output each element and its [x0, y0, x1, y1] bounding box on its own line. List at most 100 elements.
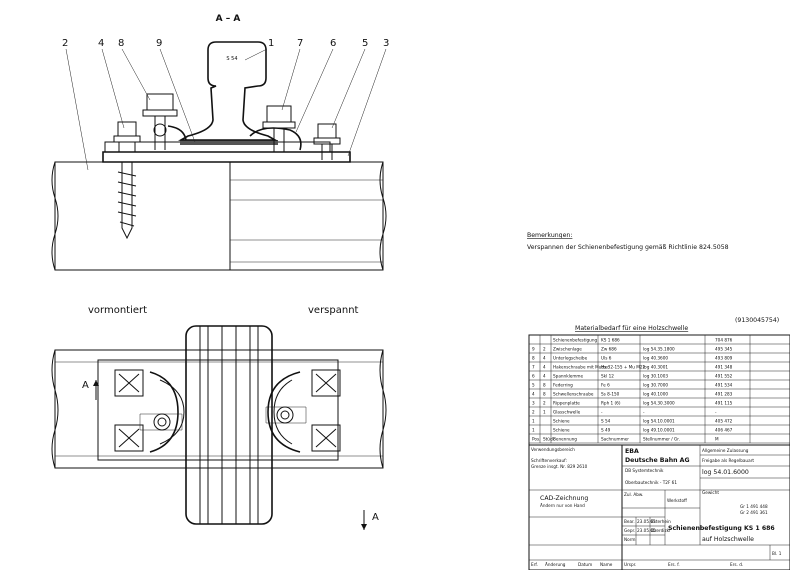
bom-cell-number: 495 345: [715, 347, 733, 352]
callout-5: 5: [362, 38, 368, 49]
bom-cell-qty: 2: [543, 347, 546, 352]
bom-cell-pos: Pos.: [532, 437, 540, 442]
bottom-ers-f: Ers. f.: [668, 562, 680, 567]
cad-sub: Ändern nur von Hand: [540, 503, 585, 508]
bom-cell-number: 491 115: [715, 401, 733, 406]
bom-cell-number: 491 283: [715, 392, 733, 397]
bom-cell-type: Ss 8-150: [601, 392, 620, 397]
bottom-datum: Datum: [578, 562, 592, 567]
cad-label: CAD-Zeichnung: [540, 495, 588, 502]
plan-label-left: vormontiert: [88, 305, 147, 316]
rail-marking: S 54: [226, 56, 237, 62]
plan-view: vormontiert verspannt: [51, 305, 387, 530]
bom-cell-number: 491 552: [715, 374, 733, 379]
bom-cell-qty: Stück: [543, 437, 555, 442]
side-ref-2: Gr 2 491 361: [740, 510, 768, 515]
label-material: Werkstoff: [667, 498, 687, 503]
label-tolerance: Zul. Abw.: [624, 492, 643, 497]
bom-cell-ref: log 40.1000: [643, 392, 668, 397]
remarks-title: Bemerkungen:: [527, 232, 572, 239]
date-2: 23.05.05: [637, 528, 656, 533]
bom-cell-name: Benennung: [553, 437, 577, 442]
callout-2: 2: [62, 38, 68, 49]
label-weight: Gewicht: [702, 490, 719, 495]
bom-cell-type: S 54: [601, 419, 611, 424]
break-line-left: [51, 161, 59, 271]
clamp-right: [249, 105, 302, 152]
callout-8: 8: [118, 38, 124, 49]
bom-cell-name: Spannklemme: [553, 374, 584, 379]
bom-cell-qty: 4: [543, 374, 546, 379]
bottom-urspr: Urspr.: [624, 562, 636, 567]
cut-marker-top: A: [82, 380, 99, 400]
bom-cell-name: Unterlegscheibe: [553, 356, 588, 361]
title-block: Verwendungsbereich Schriftenverkauf: Gre…: [528, 444, 790, 570]
name-2: Dzerdizki: [651, 528, 670, 533]
svg-text:A: A: [82, 380, 89, 391]
bom-cell-number: -: [715, 410, 717, 415]
bom-cell-type: Uls 6: [601, 356, 612, 361]
bom-cell-pos: 1: [532, 428, 535, 433]
bom-cell-name: Schiene: [553, 419, 570, 424]
name-1: Esterhein: [651, 519, 671, 524]
remarks-text: Verspannen der Schienenbefestigung gemäß…: [527, 244, 729, 251]
bottom-name: Name: [600, 562, 613, 567]
bom-cell-qty: 8: [543, 383, 546, 388]
bom-cell-number: 491 348: [715, 365, 733, 370]
callout-7: 7: [297, 38, 303, 49]
section-label: A – A: [216, 14, 241, 24]
bom-cell-type: KS 1 686: [601, 338, 620, 343]
sleeper-screw-left: [113, 121, 141, 240]
bom-cell-ref: log 49.10.0001: [643, 428, 675, 433]
bom-cell-name: Federring: [553, 383, 573, 388]
callout-3: 3: [383, 38, 389, 49]
document-number: (9130045754): [735, 317, 779, 324]
rail-profile: [177, 41, 279, 141]
bom-cell-ref: log 54.35.1800: [643, 347, 675, 352]
remarks-block: Bemerkungen: Verspannen der Schienenbefe…: [527, 232, 729, 251]
bom-cell-ref: log 40.3600: [643, 356, 668, 361]
bom-cell-ref: log 54.10.0001: [643, 419, 675, 424]
bom-cell-ref: Stellnummer / Gr.: [643, 437, 680, 442]
bom-cell-ref: log 30.1003: [643, 374, 668, 379]
bom-cell-pos: 2: [532, 410, 535, 415]
bom-cell-number: 704 876: [715, 338, 733, 343]
plan-label-right: verspannt: [308, 305, 359, 316]
bom-cell-pos: 8: [532, 356, 535, 361]
bom-cell-pos: 9: [532, 347, 535, 352]
bom-cell-name: Rippenplatte: [553, 401, 580, 406]
bom-cell-qty: 4: [543, 365, 546, 370]
bom-cell-name: Glasschwelle: [553, 410, 581, 415]
bom-title: Materialbedarf für eine Holzschwelle: [575, 325, 688, 332]
org-sub: Oberbautechnik - T2F 61: [625, 480, 677, 485]
bom-cell-type: S 49: [601, 428, 611, 433]
bom-cell-type: Hs 32-155 + Mu M22: [601, 365, 646, 370]
label-release: Freigabe als Regelbauart: [702, 458, 754, 463]
callout-1: 1: [268, 38, 274, 49]
role-gepr: Gepr.: [624, 528, 635, 533]
break-line-right: [379, 161, 387, 271]
sub-title: auf Holzschwelle: [702, 536, 754, 543]
office-line: Grenze insgt. Nr. 829 2610: [531, 464, 588, 469]
bom-cell-name: Hakenschraube mit Mutter: [553, 365, 609, 370]
office-label: Schriftenverkauf:: [531, 458, 567, 463]
callout-9: 9: [156, 38, 162, 49]
base-plate: [102, 151, 351, 163]
bom-cell-ref: log 40.3001: [643, 365, 668, 370]
sleeper-side-view: [229, 161, 384, 271]
bom-cell-number: 493 809: [715, 356, 733, 361]
bom-cell-ref: -: [643, 410, 645, 415]
bom-cell-type: Fe 6: [601, 383, 610, 388]
bom-cell-type: Rph 1 (6): [601, 401, 621, 406]
bom-cell-type: Zw 686: [601, 347, 617, 352]
bom-cell-name: Schienenbefestigung: [553, 338, 597, 343]
rail-plan: [185, 325, 273, 525]
label-approval: Allgemeine Zulassung: [702, 448, 749, 453]
org-top: EBA: [625, 448, 639, 455]
sleeper-screw-right: [313, 123, 341, 160]
bom-cell-type: -: [601, 410, 603, 415]
sleeper-plan: [54, 349, 384, 469]
hook-bolt-left: [142, 93, 187, 150]
callout-4: 4: [98, 38, 104, 49]
bom-cell-qty: 2: [543, 401, 546, 406]
